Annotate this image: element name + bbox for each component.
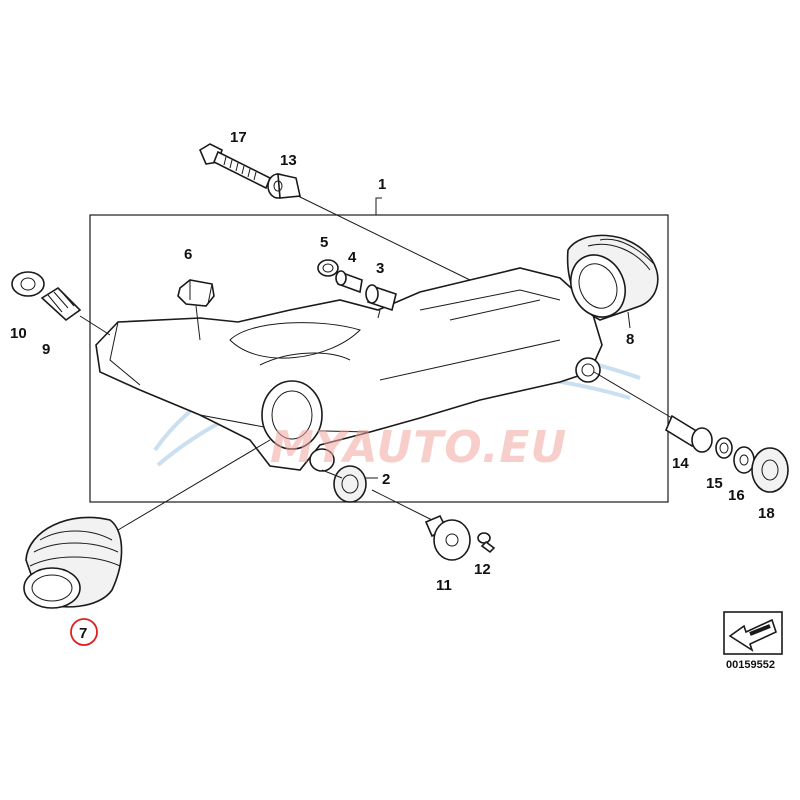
flange-part-11 xyxy=(424,514,471,561)
boot-part-8 xyxy=(566,234,659,321)
adjuster-part-9 xyxy=(40,286,82,322)
cap-part-18 xyxy=(751,447,789,493)
direction-badge xyxy=(723,611,783,655)
o-ring-part-5 xyxy=(317,259,339,277)
leader-3 xyxy=(377,309,381,319)
callout-15: 15 xyxy=(706,475,723,492)
diagram-code: 00159552 xyxy=(726,659,775,671)
assembly-bracket xyxy=(375,197,382,215)
leader-6 xyxy=(195,305,201,341)
callout-10: 10 xyxy=(10,325,27,342)
clip-part-6 xyxy=(177,279,215,307)
assembly-frame xyxy=(89,214,669,503)
screw-part-12 xyxy=(477,532,496,554)
callout-14: 14 xyxy=(672,455,689,472)
highlight-ring-7 xyxy=(70,618,98,646)
sleeve-part-4 xyxy=(335,270,363,294)
callout-18: 18 xyxy=(758,505,775,522)
callout-12: 12 xyxy=(474,561,491,578)
callout-4: 4 xyxy=(348,249,357,266)
callout-5: 5 xyxy=(320,234,328,251)
callout-3: 3 xyxy=(376,260,384,277)
leader-9 xyxy=(79,315,111,336)
callout-8: 8 xyxy=(626,331,634,348)
callout-7: 7 xyxy=(79,625,87,642)
ring-part-15 xyxy=(715,437,733,459)
callout-1: 1 xyxy=(378,176,386,193)
bushing-part-13 xyxy=(267,172,301,199)
callout-13: 13 xyxy=(280,152,297,169)
callout-16: 16 xyxy=(728,487,745,504)
bushing-part-3 xyxy=(365,284,397,312)
leader-axle xyxy=(593,371,673,419)
leader-8 xyxy=(627,311,631,329)
swing-arm-main xyxy=(95,267,603,472)
watermark-text: MYAUTO.EU xyxy=(270,422,567,473)
direction-arrow-band xyxy=(749,624,771,636)
bearing-part-2 xyxy=(333,465,367,503)
bolt-part-17 xyxy=(198,143,272,190)
leader-13 xyxy=(297,195,471,281)
callout-9: 9 xyxy=(42,341,50,358)
leader-7 xyxy=(117,439,271,531)
leader-11 xyxy=(371,489,433,521)
boot-part-7 xyxy=(23,516,123,609)
callout-2: 2 xyxy=(382,471,390,488)
callout-6: 6 xyxy=(184,246,192,263)
callout-11: 11 xyxy=(436,577,452,594)
callout-17: 17 xyxy=(230,129,247,146)
washer-part-16 xyxy=(733,446,755,474)
pin-part-14 xyxy=(664,414,713,453)
leader-2a xyxy=(321,469,343,479)
nut-part-10 xyxy=(11,271,45,297)
